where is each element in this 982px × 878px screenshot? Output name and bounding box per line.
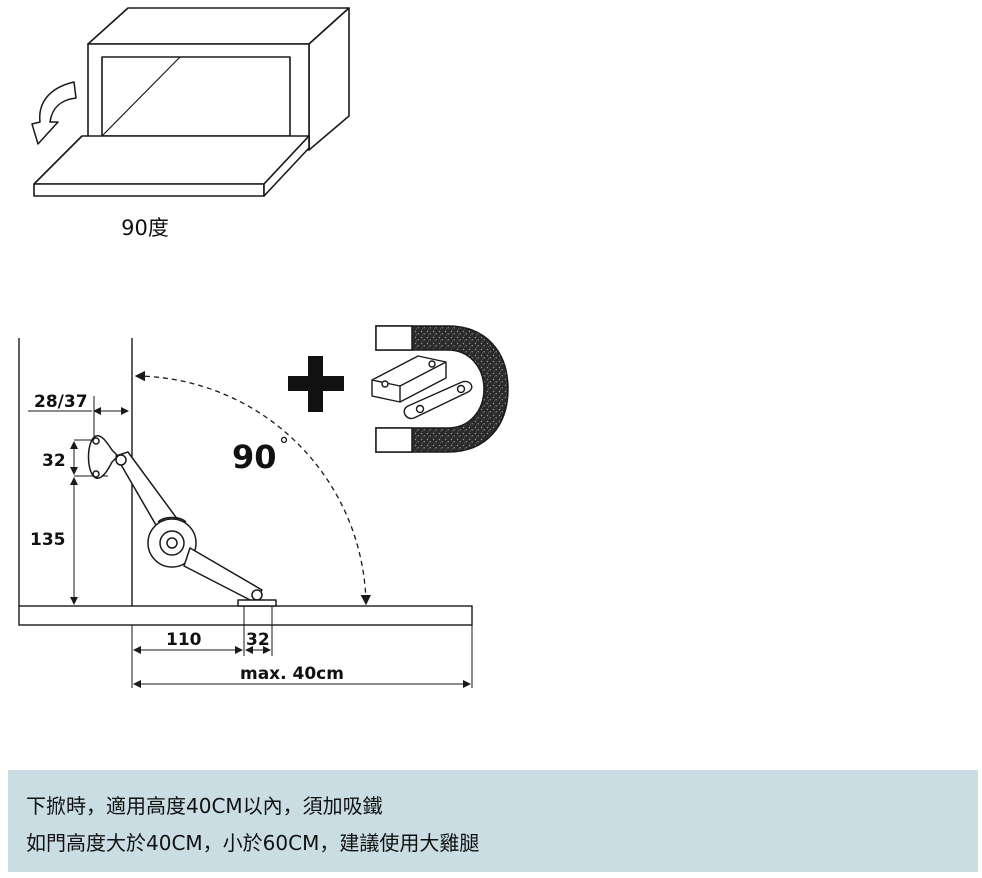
note-line-2: 如門高度大於40CM，小於60CM，建議使用大雞腿: [26, 831, 480, 855]
label-angle: 90: [232, 438, 277, 476]
plus-icon: [288, 356, 344, 412]
lid-stay-mechanism: [87, 435, 277, 607]
rotation-arrow-icon: [31, 81, 77, 145]
door-panel: [18, 605, 473, 626]
magnet-icon: [375, 325, 509, 453]
label-angle-unit: °: [279, 433, 289, 457]
cabinet-front-face: [87, 43, 310, 151]
label-horizontal-b: 32: [246, 630, 270, 650]
top-figure-caption: 90度: [121, 216, 169, 240]
label-max-width: max. 40cm: [240, 664, 344, 684]
label-top-height: 32: [42, 451, 66, 471]
hinge-hardware-icon: [371, 355, 473, 420]
note-line-1: 下掀時，適用高度40CM以內，須加吸鐵: [26, 794, 383, 818]
note-panel: 下掀時，適用高度40CM以內，須加吸鐵 如門高度大於40CM，小於60CM，建議…: [8, 770, 978, 872]
label-offset: 28/37: [34, 392, 88, 412]
label-horizontal-a: 110: [166, 630, 202, 650]
label-body-height: 135: [30, 530, 66, 550]
swing-arc: [134, 370, 372, 606]
